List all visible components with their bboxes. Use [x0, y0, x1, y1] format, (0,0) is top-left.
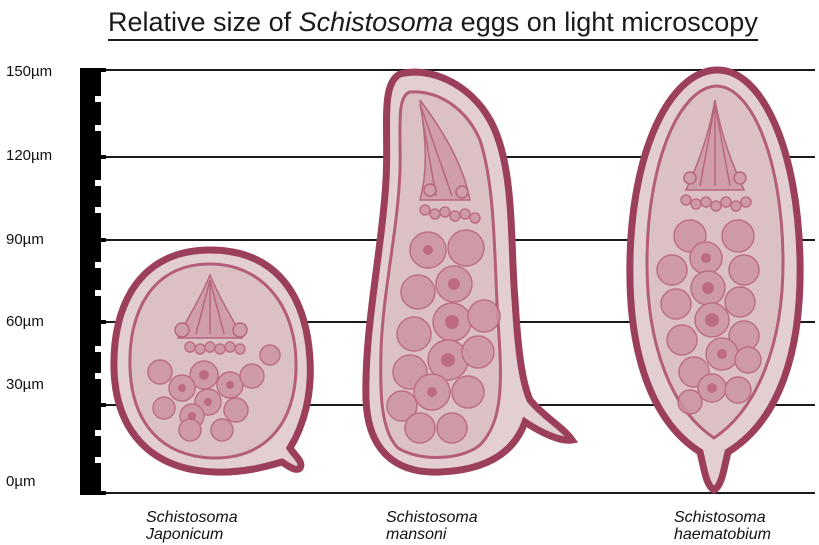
species-name: haematobium	[674, 526, 771, 543]
egg-japonicum	[114, 250, 310, 472]
species-label-japonicum: Schistosoma Japonicum	[146, 509, 238, 543]
species-genus: Schistosoma	[386, 509, 478, 526]
species-name: mansoni	[386, 526, 478, 543]
egg-mansoni	[366, 72, 572, 472]
species-genus: Schistosoma	[146, 509, 238, 526]
species-name: Japonicum	[146, 526, 238, 543]
species-genus: Schistosoma	[674, 509, 771, 526]
ruler-bar	[80, 68, 106, 495]
species-label-haematobium: Schistosoma haematobium	[674, 509, 771, 543]
egg-haematobium	[630, 70, 800, 490]
species-label-mansoni: Schistosoma mansoni	[386, 509, 478, 543]
